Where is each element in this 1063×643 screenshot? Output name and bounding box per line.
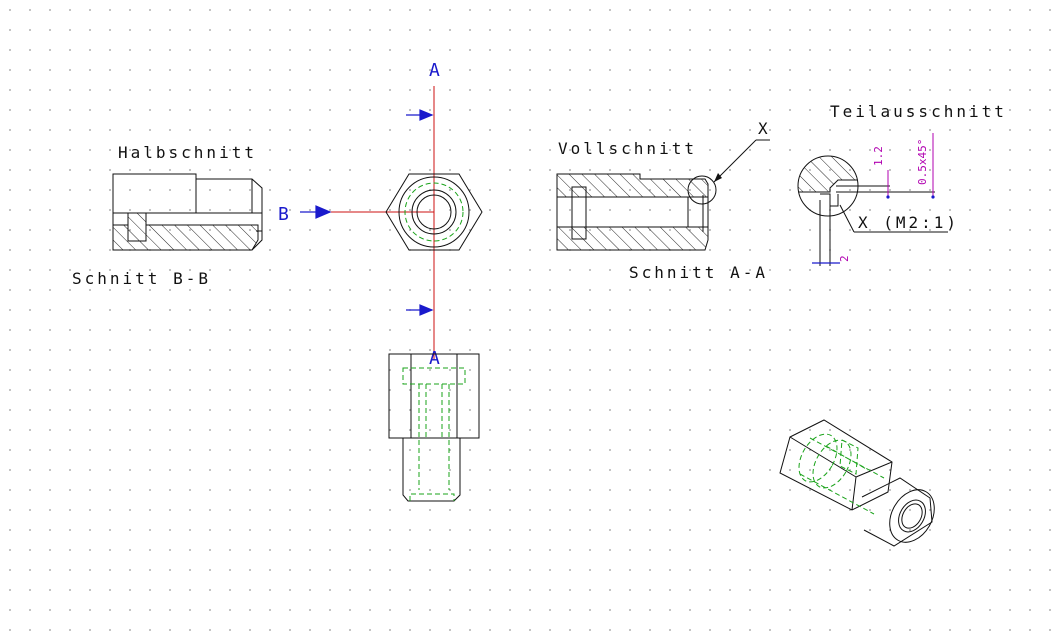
hex-thread-circle [404,182,464,242]
dim-chamfer-text: 0.5x45° [916,139,929,185]
halbschnitt-label: Halbschnitt [118,143,257,162]
vollschnitt-view[interactable]: Vollschnitt X Schnitt A-A [556,119,771,282]
side-view[interactable]: A [388,348,480,502]
detail-circle [687,175,717,205]
hex-inner-circle [398,176,470,248]
halbschnitt-slot [127,212,147,242]
section-arrow-left [300,205,332,219]
iso-shaft-end [889,489,935,543]
detail-leader-arrow [714,173,722,182]
teilausschnitt-view[interactable]: Teilausschnitt 1.2 0.5x45° X (M2:1) 2 [797,102,1007,266]
side-view-hidden-end [409,493,455,501]
dim-chamfer-dot [931,195,935,199]
iso-bore-outer [898,499,926,533]
iso-hex-edge-1 [789,436,857,478]
side-view-shaft [402,438,461,502]
dim-1-2-text: 1.2 [872,146,885,166]
scale-leader-line [839,204,855,233]
hexagon-outline [385,173,483,251]
iso-hex-edge-3 [855,461,893,478]
vollschnitt-slot [571,186,587,240]
side-view-hex-body [388,353,480,439]
detail-leader-line [713,139,757,183]
schnitt-aa-label: Schnitt A-A [629,263,768,282]
iso-hex-edge-2 [851,476,857,511]
schnitt-bb-label: Schnitt B-B [72,269,211,288]
section-b-label: B [278,204,289,225]
iso-shaft-outline [861,477,933,547]
halbschnitt-view[interactable]: Halbschnitt Schnitt B-B [72,143,263,288]
vollschnitt-label: Vollschnitt [558,139,697,158]
hex-bore-inner [416,194,452,230]
iso-bore-inner [901,503,923,529]
iso-hidden-thread-1 [798,433,838,483]
teilausschnitt-label: Teilausschnitt [830,102,1007,121]
section-arrow-bottom [406,304,434,316]
detail-x-label: X [758,119,771,138]
dim-2-text: 2 [838,255,851,262]
iso-hidden-bore-lines [799,437,885,515]
isometric-view[interactable] [779,419,943,550]
section-arrow-top [406,109,434,121]
section-a-top-label: A [429,60,440,81]
front-view-hexagon[interactable]: A B [278,60,483,360]
iso-hex-outline [779,419,893,511]
side-view-hidden-groove [402,367,466,385]
iso-hidden-slot [839,439,859,475]
detail-scale-label: X (M2:1) [858,213,959,232]
dim-1-2-dot [886,195,890,199]
vollschnitt-bore [556,196,709,228]
section-a-bottom-label: A [429,348,440,369]
hex-bore-outer [411,189,457,235]
